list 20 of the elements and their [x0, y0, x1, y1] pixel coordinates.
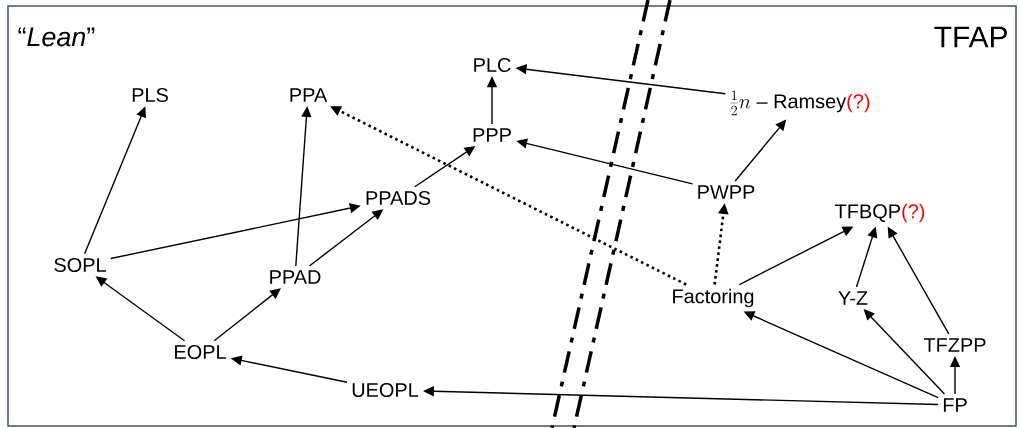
class-label: PLS — [132, 87, 168, 103]
arrow — [213, 288, 281, 342]
class-label: TFBQP(?) — [835, 203, 925, 223]
class-label: PPP — [473, 128, 511, 142]
class-label: UEOPL — [352, 382, 419, 398]
heading: “Lean” — [18, 27, 95, 47]
class-label: PWPP — [698, 185, 755, 199]
class-label: PPADS — [366, 190, 431, 206]
arrow — [423, 386, 939, 406]
class-label: FP — [943, 398, 967, 412]
corner-title: TFAP — [934, 26, 1007, 48]
class-label: PPA — [290, 88, 328, 102]
class-label: $\frac{1}{2}n$ – Ramsey(?) — [730, 90, 870, 116]
class-label: PLC — [474, 57, 511, 73]
class-label: TFZPP — [923, 338, 986, 352]
class-label: Factoring — [673, 288, 754, 308]
class-label: Y-Z — [838, 291, 868, 305]
class-label: SOPL — [54, 257, 106, 273]
class-label: PPAD — [270, 270, 321, 284]
class-label: EOPL — [175, 344, 226, 360]
